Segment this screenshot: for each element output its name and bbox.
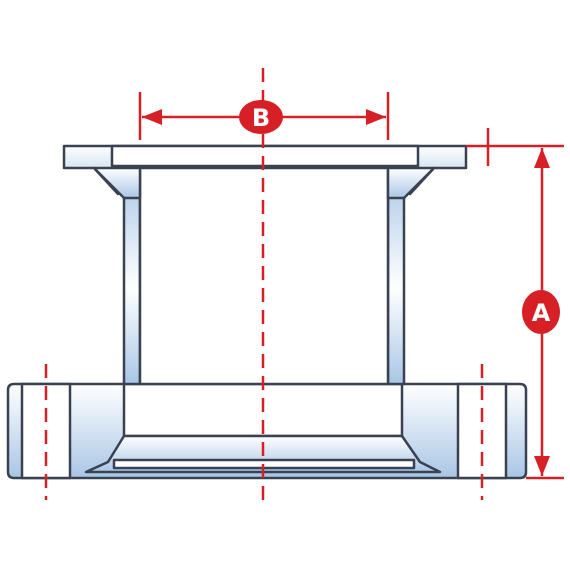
top-taper-right xyxy=(386,166,436,200)
dim-b-arrow-right xyxy=(366,109,386,125)
top-face-rim xyxy=(110,144,420,168)
top-taper-left xyxy=(92,166,142,200)
dimension-a: A xyxy=(466,128,564,480)
dim-a-label: A xyxy=(532,299,551,327)
center-lines xyxy=(44,68,484,508)
tube-right-wall xyxy=(386,168,412,386)
dim-a-arrow-bottom xyxy=(534,456,550,476)
top-flange xyxy=(62,144,468,200)
dim-a-badge xyxy=(522,290,560,334)
dim-a-arrow-top xyxy=(534,148,550,168)
dim-b-arrow-left xyxy=(142,109,162,125)
bottom-flange xyxy=(6,382,528,480)
dimension-b: B xyxy=(138,92,390,140)
tube-left-wall xyxy=(116,168,142,386)
dim-b-label: B xyxy=(252,104,270,132)
dim-b-badge xyxy=(239,100,283,134)
